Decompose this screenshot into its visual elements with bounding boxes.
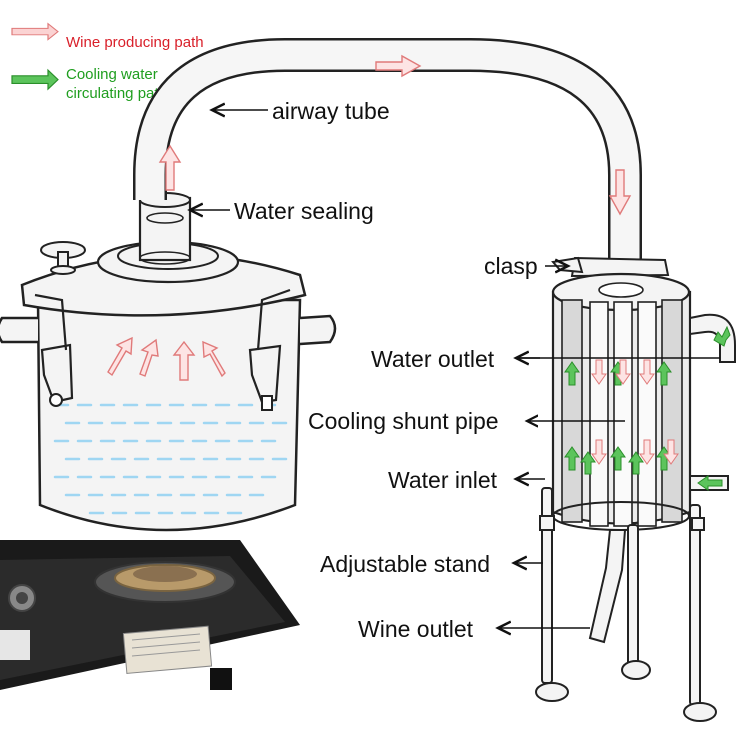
tube-wine-path-arrows <box>158 54 632 216</box>
airway-tube <box>133 38 642 270</box>
cooling-path-legend-arrow-icon <box>11 68 59 91</box>
condenser-wine-arrows <box>591 359 679 465</box>
water-outlet-label: Water outlet <box>371 346 495 372</box>
airway-tube-label: airway tube <box>272 98 390 124</box>
legend: Wine producing path Cooling water circul… <box>11 22 204 102</box>
cooling-shunt-pipes <box>561 299 683 527</box>
pot-wine-path-arrows <box>107 336 226 381</box>
cooling-shunt-pipe-label: Cooling shunt pipe <box>308 408 499 434</box>
wine-path-legend-arrow-icon <box>11 22 59 41</box>
water-sealing-label: Water sealing <box>234 198 374 224</box>
water-inlet-label: Water inlet <box>388 467 498 493</box>
adjustable-stand-label: Adjustable stand <box>320 551 490 577</box>
labels: airway tube Water sealing clasp Water ou… <box>190 98 720 642</box>
wine-outlet-label: Wine outlet <box>358 616 474 642</box>
cooling-path-legend-label-line1: Cooling water <box>66 66 158 83</box>
cooling-path-legend-label-line2: circulating path <box>66 85 167 102</box>
water-sealing-cup <box>138 192 192 265</box>
adjustable-stand <box>535 487 717 722</box>
gas-stove <box>0 540 300 690</box>
condenser-cooling-arrows <box>564 325 731 491</box>
wine-path-legend-label: Wine producing path <box>66 34 204 51</box>
clasp-label: clasp <box>484 253 538 279</box>
condenser <box>551 256 736 644</box>
steam-pot <box>0 240 337 532</box>
